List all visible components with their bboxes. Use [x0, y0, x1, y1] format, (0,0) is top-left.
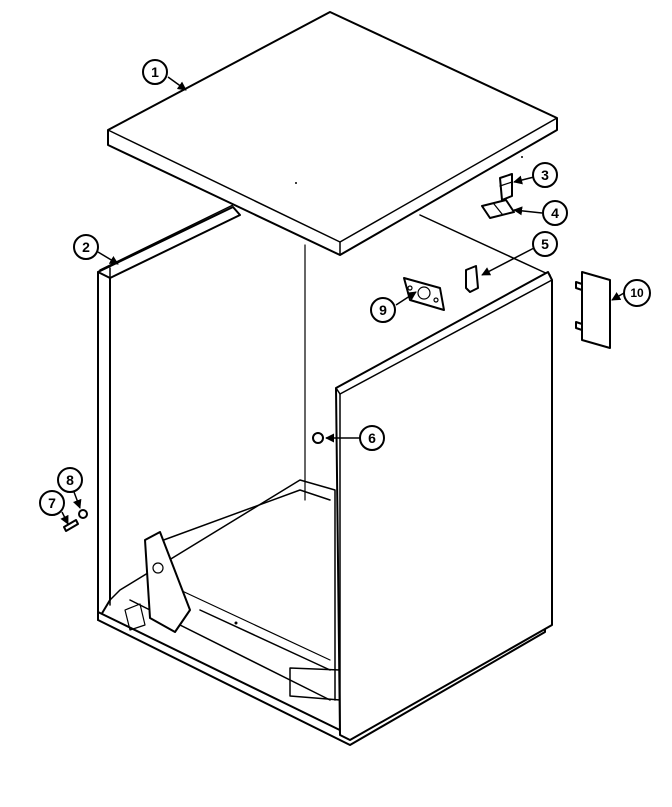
floor-bracket: [144, 531, 191, 633]
callout-2-label: 2: [82, 239, 90, 255]
part-10-panel: [575, 271, 611, 349]
part-6-plug: [312, 432, 324, 444]
callout-9: 9: [370, 297, 396, 323]
part-8-nut: [78, 509, 88, 519]
part-9-plate: [403, 277, 445, 311]
speck: [295, 182, 297, 184]
cabinet: [97, 204, 553, 746]
part-4-bracket: [481, 199, 515, 219]
callout-3: 3: [532, 162, 558, 188]
speck: [234, 621, 238, 625]
callout-leaders: [60, 76, 625, 525]
callout-1-label: 1: [151, 64, 159, 80]
part-3-clip: [499, 173, 513, 201]
callout-8-label: 8: [66, 472, 74, 488]
callout-7-label: 7: [48, 495, 56, 511]
callout-6: 6: [359, 425, 385, 451]
callout-10: 10: [623, 279, 651, 307]
callout-4-label: 4: [551, 205, 559, 221]
callout-1: 1: [142, 59, 168, 85]
callout-3-label: 3: [541, 167, 549, 183]
callout-9-label: 9: [379, 302, 387, 318]
callout-7: 7: [39, 490, 65, 516]
callout-5: 5: [532, 231, 558, 257]
callout-8: 8: [57, 467, 83, 493]
callout-6-label: 6: [368, 430, 376, 446]
callout-2: 2: [73, 234, 99, 260]
part-7-screw: [63, 519, 79, 532]
part-5-clip: [465, 265, 479, 293]
callout-5-label: 5: [541, 236, 549, 252]
right-side-panel: [335, 271, 553, 741]
top-panel: [107, 11, 558, 256]
callout-4: 4: [542, 200, 568, 226]
callout-10-label: 10: [630, 286, 644, 300]
speck: [521, 156, 523, 158]
